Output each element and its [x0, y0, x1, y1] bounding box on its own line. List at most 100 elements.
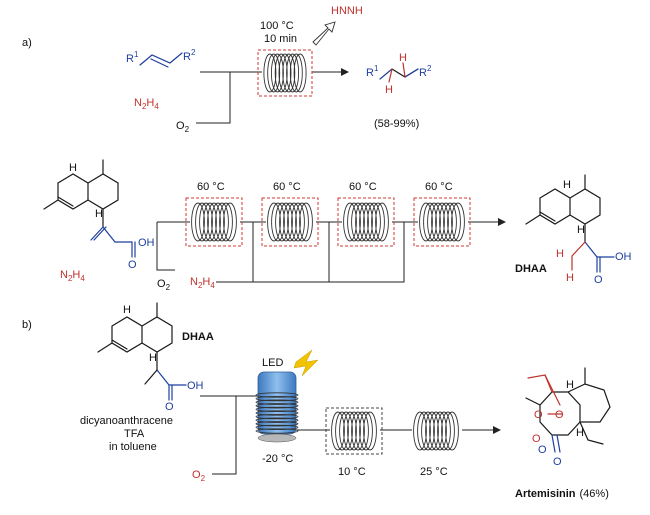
led-label: LED	[262, 357, 283, 369]
coil-loop	[351, 202, 365, 242]
top-temp: 100 °C	[260, 20, 294, 32]
coil-loop	[291, 202, 305, 242]
o2-reagent: O2	[176, 120, 190, 134]
led-winding	[255, 421, 299, 427]
coil-loop	[355, 411, 369, 451]
coil-loop	[371, 202, 385, 242]
prod-oh: OH	[615, 251, 632, 263]
coil-loop	[343, 411, 357, 451]
prod-h-top: H	[563, 179, 571, 191]
coil-loop	[363, 202, 377, 242]
b-reactor-cold: 10 °C	[325, 407, 383, 478]
art-h-bottom: H	[576, 427, 584, 439]
coil-loop	[287, 202, 301, 242]
coil-loop	[355, 202, 369, 242]
b-sub-h-bottom: H	[149, 352, 157, 364]
art-o-2: O	[555, 409, 564, 421]
b-sub-oh: OH	[187, 380, 204, 392]
coil-loop	[421, 411, 435, 451]
coil-loop	[331, 411, 345, 451]
temp-25: 25 °C	[420, 466, 448, 478]
coil-loop	[447, 202, 461, 242]
coil-loop	[289, 53, 303, 93]
flow-temp-1: 60 °C	[197, 181, 225, 193]
coil-loop	[282, 53, 296, 93]
coil-loop	[429, 411, 443, 451]
coil-loop	[359, 411, 373, 451]
flow-substrate-n2h4: N2H4	[60, 269, 85, 283]
product-r2: R2	[419, 64, 432, 79]
reagent-line-3: in toluene	[109, 441, 157, 453]
art-h-top: H	[566, 379, 574, 391]
product-r1: R1	[366, 64, 379, 79]
sub-h-bottom: H	[95, 208, 103, 220]
coil-loop	[359, 202, 373, 242]
coil-loop	[343, 202, 357, 242]
coil-loop	[270, 53, 284, 93]
coil-loop	[215, 202, 229, 242]
flow-reactor-3: 60 °C	[337, 181, 395, 247]
coil-loop	[191, 202, 205, 242]
coil-loop	[223, 202, 237, 242]
flow-o2: O2	[157, 278, 171, 292]
coil-loop	[423, 202, 437, 242]
prod-o: O	[594, 274, 603, 286]
coil-loop	[441, 411, 455, 451]
flow-substrate-molecule: H H OH O	[43, 159, 155, 271]
coil-loop	[439, 202, 453, 242]
dhaa-flow-system: H H OH O N2H4 O2 N2H4 60 °C 60 °C	[43, 159, 632, 292]
flow-reactor-4: 60 °C	[413, 181, 471, 247]
art-o-1: O	[534, 409, 543, 421]
coil-loop	[199, 202, 213, 242]
coil-loop	[219, 202, 233, 242]
coil-loop	[363, 411, 377, 451]
coil-loop	[335, 411, 349, 451]
top-time: 10 min	[264, 33, 297, 45]
coil-loop	[347, 202, 361, 242]
light-bolt-icon	[293, 349, 319, 377]
b-reactor-rt: 25 °C	[413, 411, 459, 478]
coil-loop	[278, 53, 292, 93]
coil-loop	[211, 202, 225, 242]
b-substrate-dhaa: DHAA	[182, 331, 214, 343]
coil-loop	[367, 202, 381, 242]
hnnh-release-arrow	[312, 21, 336, 46]
r1-label: R1	[126, 50, 139, 65]
hnnh-label: HNNH	[331, 5, 363, 17]
reagent-line-1: dicyanoanthracene	[80, 415, 173, 427]
coil-loop	[339, 411, 353, 451]
temp-led: -20 °C	[262, 453, 293, 465]
art-o-5: O	[538, 444, 547, 456]
panel-b-label: b)	[22, 319, 32, 331]
product-h-1: H	[385, 84, 393, 96]
flow-reactor-1: 60 °C	[185, 181, 243, 247]
b-sub-o: O	[165, 401, 174, 413]
coil-loop	[203, 202, 217, 242]
flow-temp-2: 60 °C	[273, 181, 301, 193]
coil-loop	[375, 202, 389, 242]
led-winding	[255, 428, 299, 434]
led-winding	[255, 403, 299, 409]
coil-loop	[413, 411, 427, 451]
led-winding	[255, 413, 299, 420]
r2-label: R2	[183, 48, 196, 63]
led-winding	[255, 406, 299, 413]
coil-loop	[293, 53, 307, 93]
coil-loop	[347, 411, 361, 451]
prod-h-bottom: H	[577, 224, 585, 236]
b-sub-h-top: H	[123, 304, 131, 316]
led-winding	[255, 424, 299, 431]
coil-loop	[433, 411, 447, 451]
n2h4-reagent: N2H4	[134, 97, 159, 111]
panel-a-label: a)	[22, 37, 32, 49]
panel-b-substrate: H H OH O DHAA	[97, 302, 214, 413]
alkene-substrate: R1 R2	[126, 48, 196, 68]
coil-loop	[275, 202, 289, 242]
reagent-line-2: TFA	[124, 428, 145, 440]
coil-loop	[279, 202, 293, 242]
sub-o: O	[128, 259, 137, 271]
flow-n2h4: N2H4	[190, 276, 215, 290]
product-h-2: H	[399, 52, 407, 64]
